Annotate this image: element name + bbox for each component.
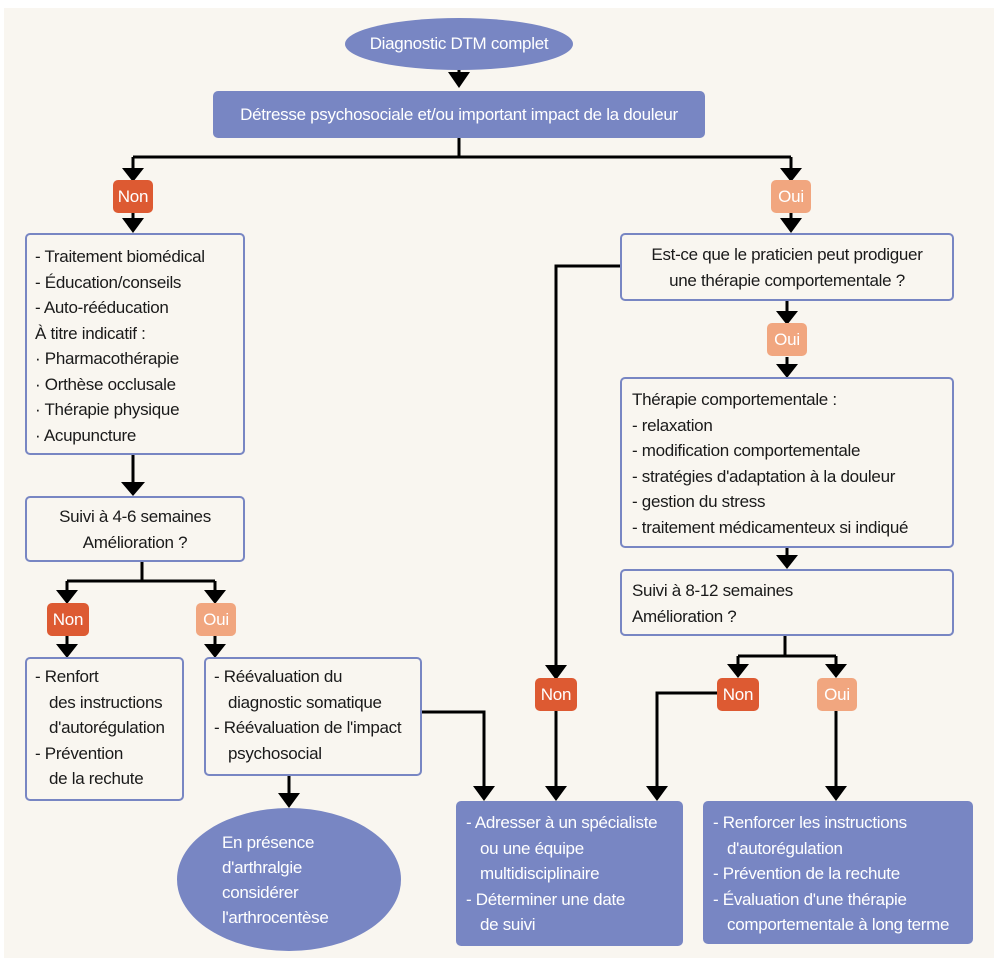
arrowhead bbox=[776, 555, 798, 569]
arrowhead bbox=[122, 168, 144, 182]
behavioral-therapy-box: Thérapie comportementale : - relaxation … bbox=[620, 377, 954, 548]
arrowhead bbox=[278, 793, 300, 808]
badge-non-q2: Non bbox=[535, 678, 577, 711]
arrow-followup2-split bbox=[736, 636, 838, 667]
refer-line: - Déterminer une date bbox=[466, 889, 626, 909]
arrowhead bbox=[646, 786, 668, 801]
reinforce-right-line: - Évaluation d'une thérapie bbox=[713, 889, 907, 909]
treatment-line: · Pharmacothérapie bbox=[35, 349, 179, 368]
question-psychosocial-distress: Détresse psychosociale et/ou important i… bbox=[213, 91, 705, 138]
followup-8-12-weeks-box: Suivi à 8-12 semaines Amélioration ? bbox=[620, 569, 954, 636]
reinforce-line: des instructions bbox=[49, 692, 163, 712]
question-psychosocial-label: Détresse psychosociale et/ou important i… bbox=[240, 105, 678, 124]
refer-line: multidisciplinaire bbox=[480, 864, 600, 883]
therapy-line: Thérapie comportementale : bbox=[632, 390, 837, 409]
reevaluation-line: - Réévaluation du bbox=[214, 667, 343, 686]
badge-oui-followup2: Oui bbox=[817, 678, 857, 711]
arrowhead bbox=[825, 786, 847, 801]
treatment-line: - Éducation/conseils bbox=[35, 272, 182, 292]
question2-line: une thérapie comportementale ? bbox=[669, 270, 905, 290]
reinforce-line: de la rechute bbox=[49, 769, 144, 788]
arrow-non2-to-refer bbox=[655, 691, 717, 788]
arrowhead bbox=[780, 218, 802, 233]
arrowhead bbox=[448, 72, 470, 88]
arrowhead bbox=[545, 665, 567, 680]
reinforce-line: d'autorégulation bbox=[49, 718, 165, 737]
treatment-line: · Orthèse occlusale bbox=[35, 374, 176, 394]
badge-oui-followup1: Oui bbox=[196, 603, 236, 636]
reinforce-line: - Renfort bbox=[35, 667, 99, 686]
arthralgia-line: l'arthrocentèse bbox=[222, 907, 329, 927]
reinforce-right-line: - Prévention de la rechute bbox=[713, 864, 900, 883]
followup-line: Amélioration ? bbox=[82, 532, 188, 552]
refer-line: de suivi bbox=[480, 915, 536, 934]
reinforce-self-regulation-box: - Renfort des instructions d'autorégulat… bbox=[25, 657, 184, 801]
treatment-line: - Traitement biomédical bbox=[35, 247, 205, 266]
arrowhead bbox=[56, 590, 78, 604]
therapy-line: - relaxation bbox=[632, 415, 713, 435]
badge-non-q1: Non bbox=[113, 180, 153, 213]
arrowhead bbox=[776, 364, 798, 378]
start-node: Diagnostic DTM complet bbox=[345, 18, 573, 70]
arrow-q1-split bbox=[131, 138, 793, 170]
reinforce-long-term-box: - Renforcer les instructions d'autorégul… bbox=[703, 801, 973, 944]
followup-line: Suivi à 4-6 semaines bbox=[59, 507, 211, 526]
biomedical-treatment-box: - Traitement biomédical - Éducation/cons… bbox=[25, 233, 245, 455]
badge-non-followup2: Non bbox=[717, 678, 759, 711]
badge-oui-q1: Oui bbox=[771, 180, 811, 213]
arrow-reeval-to-refer bbox=[422, 710, 486, 788]
reevaluation-line: - Réévaluation de l'impact bbox=[214, 718, 402, 737]
arrowhead bbox=[776, 311, 798, 325]
arthralgia-line: considérer bbox=[222, 882, 299, 902]
reinforce-line: - Prévention bbox=[35, 743, 124, 763]
question-behavioral-therapy-box: Est-ce que le praticien peut prodiguer u… bbox=[620, 233, 954, 301]
arrowhead bbox=[473, 786, 495, 801]
therapy-line: - gestion du stress bbox=[632, 492, 766, 511]
arthralgia-line: d'arthralgie bbox=[222, 857, 302, 877]
arrowhead bbox=[204, 644, 226, 658]
arrowhead bbox=[727, 664, 749, 678]
therapy-line: - stratégies d'adaptation à la douleur bbox=[632, 466, 896, 486]
therapy-line: - traitement médicamenteux si indiqué bbox=[632, 517, 909, 537]
arrow-q2-to-non bbox=[554, 264, 621, 668]
arthrocentesis-node: En présence d'arthralgie considérer l'ar… bbox=[177, 808, 401, 951]
arrowhead bbox=[825, 664, 847, 678]
followup2-line: Suivi à 8-12 semaines bbox=[632, 581, 793, 600]
arrowhead bbox=[545, 786, 567, 801]
reevaluation-line: psychosocial bbox=[228, 743, 322, 763]
arrowheads bbox=[56, 72, 847, 808]
arrowhead bbox=[780, 168, 802, 182]
start-label: Diagnostic DTM complet bbox=[369, 34, 549, 54]
followup2-line: Amélioration ? bbox=[632, 606, 737, 626]
arrowhead bbox=[122, 218, 144, 233]
arrowhead bbox=[204, 590, 226, 604]
therapy-line: - modification comportementale bbox=[632, 441, 861, 460]
arrowhead bbox=[121, 482, 145, 496]
arrow-followup-split bbox=[65, 562, 217, 592]
refer-line: ou une équipe bbox=[480, 838, 584, 858]
arthralgia-text: En présence d'arthralgie considérer l'ar… bbox=[222, 830, 329, 930]
refer-specialist-box: - Adresser à un spécialiste ou une équip… bbox=[456, 801, 683, 946]
treatment-line: À titre indicatif : bbox=[35, 323, 146, 343]
question2-line: Est-ce que le praticien peut prodiguer bbox=[651, 245, 923, 264]
treatment-line: · Acupuncture bbox=[35, 425, 136, 445]
arrowhead bbox=[56, 644, 78, 658]
followup-4-6-weeks-box: Suivi à 4-6 semaines Amélioration ? bbox=[25, 496, 245, 562]
reevaluation-line: diagnostic somatique bbox=[228, 692, 382, 712]
badge-oui-q2: Oui bbox=[767, 323, 807, 356]
reinforce-right-line: d'autorégulation bbox=[727, 838, 843, 858]
treatment-line: - Auto-rééducation bbox=[35, 298, 169, 317]
refer-line: - Adresser à un spécialiste bbox=[466, 813, 658, 832]
reinforce-right-line: comportementale à long terme bbox=[727, 915, 950, 934]
reevaluation-box: - Réévaluation du diagnostic somatique -… bbox=[204, 657, 422, 776]
arthralgia-line: En présence bbox=[222, 832, 315, 852]
treatment-line: · Thérapie physique bbox=[35, 400, 180, 419]
badge-non-followup1: Non bbox=[47, 603, 89, 636]
reinforce-right-line: - Renforcer les instructions bbox=[713, 813, 907, 832]
